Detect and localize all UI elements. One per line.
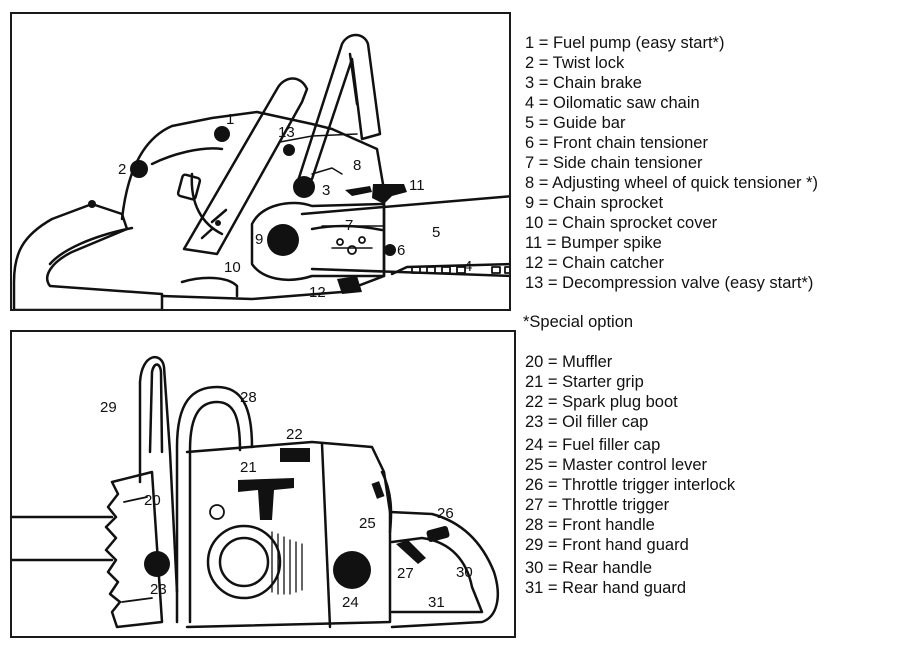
chain-sprocket-marker <box>267 224 299 256</box>
sprocket-cover-outline <box>250 201 386 282</box>
legend-left-side-item: 24 = Fuel filler cap <box>525 436 661 454</box>
fuel-filler-cap-marker <box>333 551 371 589</box>
legend-right-side-item: 12 = Chain catcher <box>525 254 664 272</box>
bottom-callout-25: 25 <box>359 515 376 532</box>
top-callout-6: 6 <box>397 242 405 259</box>
legend-left-side-item: 30 = Rear handle <box>525 559 653 577</box>
legend-left-side-item: 27 = Throttle trigger <box>525 496 670 514</box>
chain-brake-marker <box>293 176 315 198</box>
starter-cover <box>206 524 282 600</box>
fuel-pump-marker <box>214 126 230 142</box>
bottom-callout-30: 30 <box>456 564 473 581</box>
spark-plug-boot-marker <box>280 448 310 462</box>
rear-handle-outline <box>12 202 164 309</box>
front-handle-outline <box>175 385 254 624</box>
legend-left-side-item: 22 = Spark plug boot <box>525 393 678 411</box>
rear-handle-outline <box>388 510 499 629</box>
bottom-callout-31: 31 <box>428 594 445 611</box>
bottom-callout-20: 20 <box>144 492 161 509</box>
legend-left-side-item: 26 = Throttle trigger interlock <box>525 476 736 494</box>
top-callout-12: 12 <box>309 284 326 301</box>
chainsaw-left-side-diagram: 20 21 22 23 24 25 26 27 28 29 30 31 <box>10 330 516 638</box>
legend-left-side-item: 20 = Muffler <box>525 353 613 371</box>
legend-right-side-item: 5 = Guide bar <box>525 114 626 132</box>
throttle-trigger-marker <box>396 540 426 564</box>
top-callout-7: 7 <box>345 217 353 234</box>
bottom-callout-23: 23 <box>150 581 167 598</box>
legend-right-side-item: 6 = Front chain tensioner <box>525 134 708 152</box>
hand-guard-outline <box>295 33 382 186</box>
top-callout-5: 5 <box>432 224 440 241</box>
legend-right-side-item: 1 = Fuel pump (easy start*) <box>525 34 725 52</box>
legend-right-side-item: 10 = Chain sprocket cover <box>525 214 718 232</box>
legend-left-side-item: 25 = Master control lever <box>525 456 708 474</box>
legend-right-side: 1 = Fuel pump (easy start*) 2 = Twist loc… <box>525 33 818 293</box>
bottom-callout-26: 26 <box>437 505 454 522</box>
legend-right-side-item: 11 = Bumper spike <box>525 234 662 252</box>
legend-right-side-item: 7 = Side chain tensioner <box>525 154 703 172</box>
bottom-callout-29: 29 <box>100 399 117 416</box>
top-callout-11: 11 <box>409 177 425 194</box>
bottom-callout-24: 24 <box>342 594 359 611</box>
chain-catcher-marker <box>337 276 362 294</box>
legend-right-side-item: 8 = Adjusting wheel of quick tensioner *… <box>525 174 819 192</box>
top-callout-1: 1 <box>226 111 234 128</box>
top-callout-13: 13 <box>278 124 295 141</box>
legend-right-side-item: 9 = Chain sprocket <box>525 194 664 212</box>
oil-filler-cap-marker <box>144 551 170 577</box>
top-callout-10: 10 <box>224 259 241 276</box>
legend-left-side: 20 = Muffler 21 = Starter grip 22 = Spark … <box>525 352 735 598</box>
legend-right-side-item: 4 = Oilomatic saw chain <box>525 94 700 112</box>
special-option-note: *Special option <box>523 313 634 331</box>
legend-right-side-item: 13 = Decompression valve (easy start*) <box>525 274 814 292</box>
throttle-interlock-marker <box>426 526 450 542</box>
front-tensioner-marker <box>384 244 396 256</box>
top-callout-3: 3 <box>322 182 330 199</box>
twist-lock-marker <box>130 160 148 178</box>
top-callout-9: 9 <box>255 231 263 248</box>
bottom-callout-27: 27 <box>397 565 414 582</box>
legend-left-side-item: 28 = Front handle <box>525 516 655 534</box>
bottom-callout-28: 28 <box>240 389 257 406</box>
top-callout-8: 8 <box>353 157 361 174</box>
legend-left-side-item: 21 = Starter grip <box>525 373 644 391</box>
quick-tensioner-marker <box>345 186 372 196</box>
muffler-outline <box>104 470 164 629</box>
bottom-callout-22: 22 <box>286 426 303 443</box>
guide-bar-stub <box>12 515 114 562</box>
front-handle-outline <box>182 77 309 256</box>
top-callout-2: 2 <box>118 161 126 178</box>
decompression-valve-marker <box>283 144 295 156</box>
bumper-spike-marker <box>372 184 407 204</box>
legend-left-side-item: 29 = Front hand guard <box>525 536 689 554</box>
engine-housing-outline <box>185 440 392 629</box>
front-hand-guard-outline <box>138 355 179 594</box>
legend-right-side-item: 3 = Chain brake <box>525 74 642 92</box>
legend-right-side-item: 2 = Twist lock <box>525 54 625 72</box>
legend-left-side-item: 23 = Oil filler cap <box>525 413 649 431</box>
top-callout-4: 4 <box>464 258 472 275</box>
bottom-callout-21: 21 <box>240 459 257 476</box>
starter-grip-marker <box>238 478 294 520</box>
chainsaw-left-side-drawing: 20 21 22 23 24 25 26 27 28 29 30 31 <box>12 355 499 629</box>
legend-left-side-item: 31 = Rear hand guard <box>525 579 686 597</box>
